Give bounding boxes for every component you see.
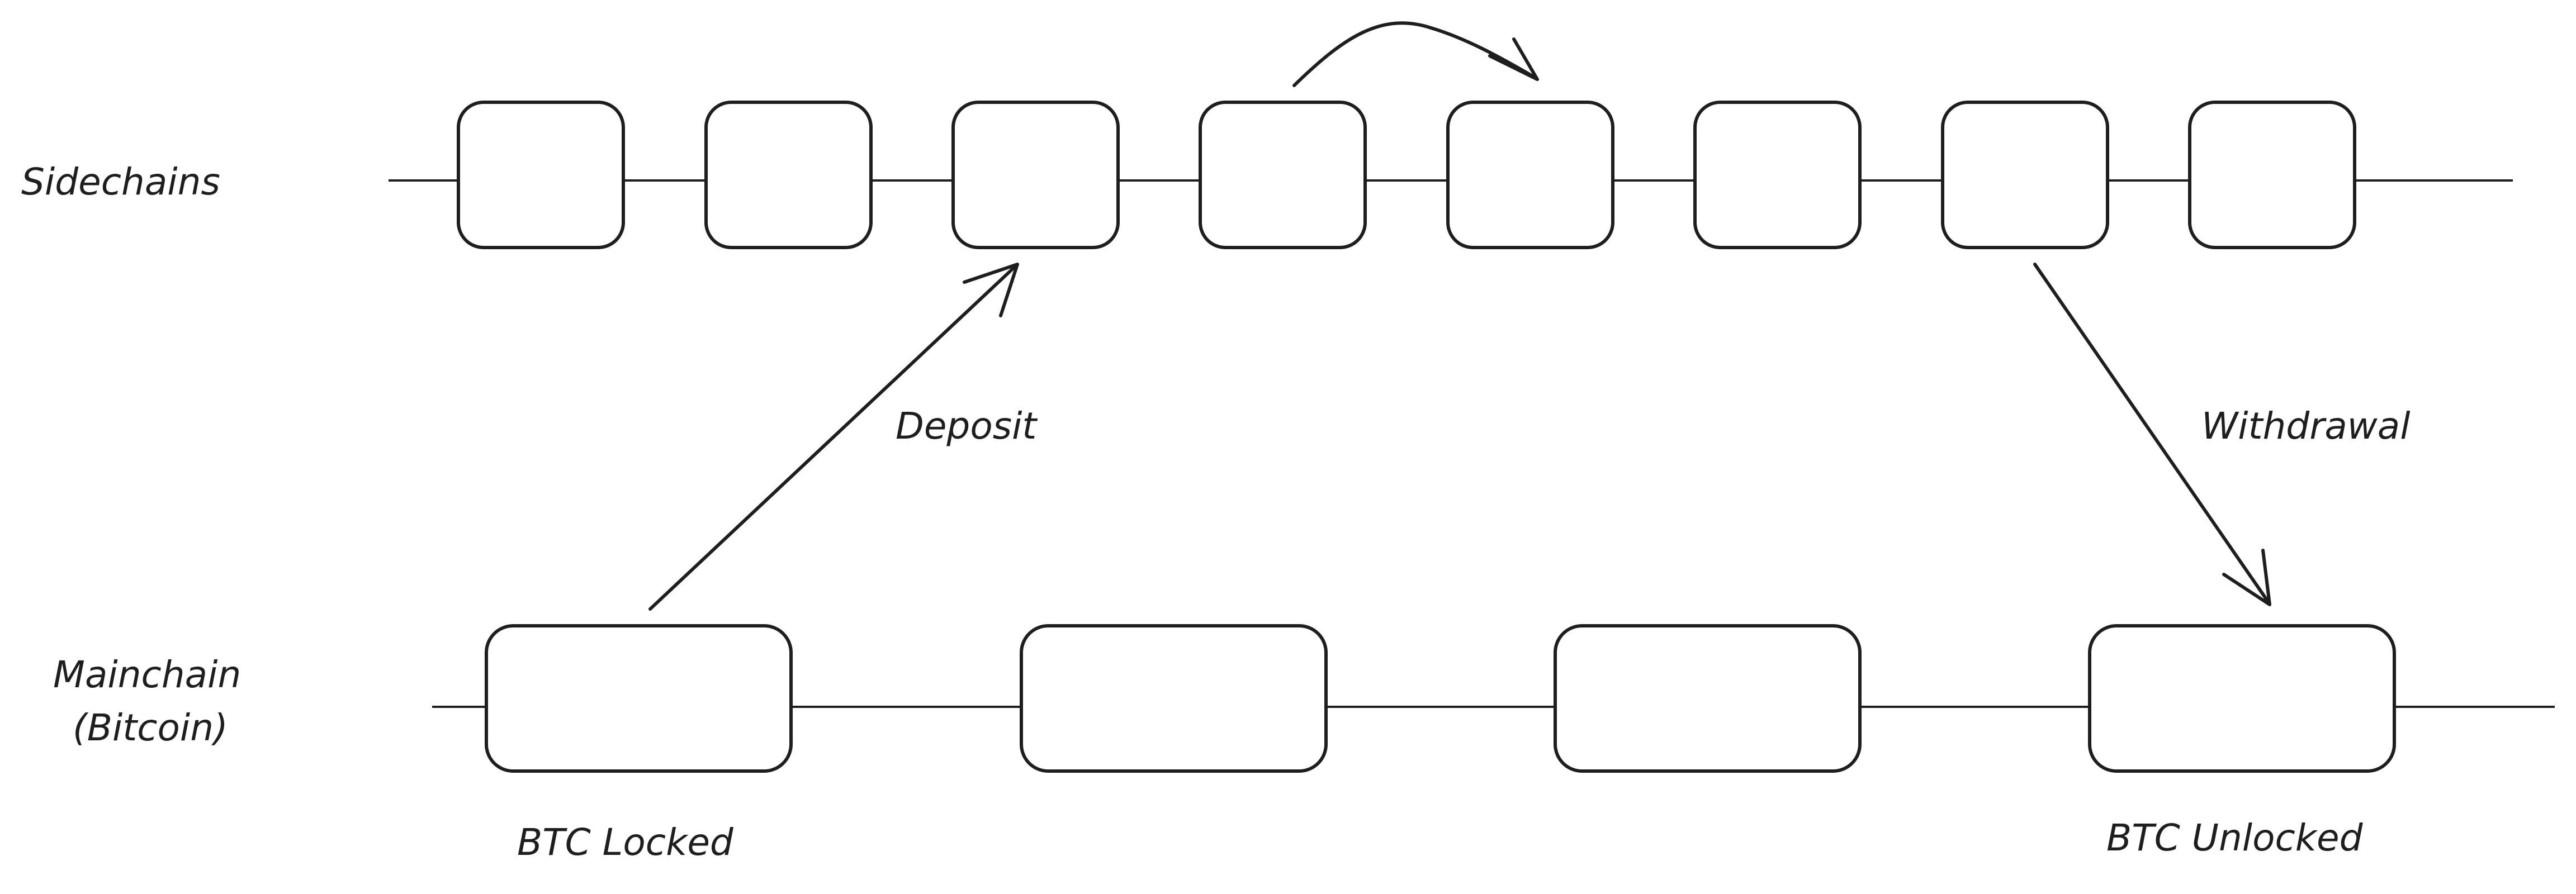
btc-unlocked-label: BTC Unlocked	[2106, 816, 2364, 859]
btc-locked-label: BTC Locked	[517, 821, 734, 864]
sidechains-row-label: Sidechains	[21, 160, 220, 203]
mainchain-blocks	[485, 624, 2396, 773]
mainchain-block	[1554, 624, 1862, 773]
sidechain-block	[2188, 101, 2356, 249]
deposit-label: Deposit	[896, 405, 1038, 448]
sidechain-block	[704, 101, 873, 249]
mainchain-block	[1020, 624, 1328, 773]
mainchain-block	[2088, 624, 2396, 773]
mainchain-block	[485, 624, 793, 773]
sidechain-blocks	[457, 101, 2356, 249]
withdrawal-arrow	[2033, 263, 2271, 606]
sidechain-block	[457, 101, 625, 249]
sidechain-block	[1941, 101, 2109, 249]
sidechain-block	[951, 101, 1120, 249]
mainchain-row-label: Mainchain	[53, 653, 241, 696]
sidechain-block	[1693, 101, 1862, 249]
sidechain-block	[1199, 101, 1367, 249]
deposit-arrow	[648, 263, 1019, 611]
sidechain-transfer-arrow	[1292, 21, 1539, 87]
sidechain-block	[1446, 101, 1614, 249]
mainchain-row-sublabel: (Bitcoin)	[73, 706, 228, 749]
withdrawal-label: Withdrawal	[2201, 405, 2411, 448]
